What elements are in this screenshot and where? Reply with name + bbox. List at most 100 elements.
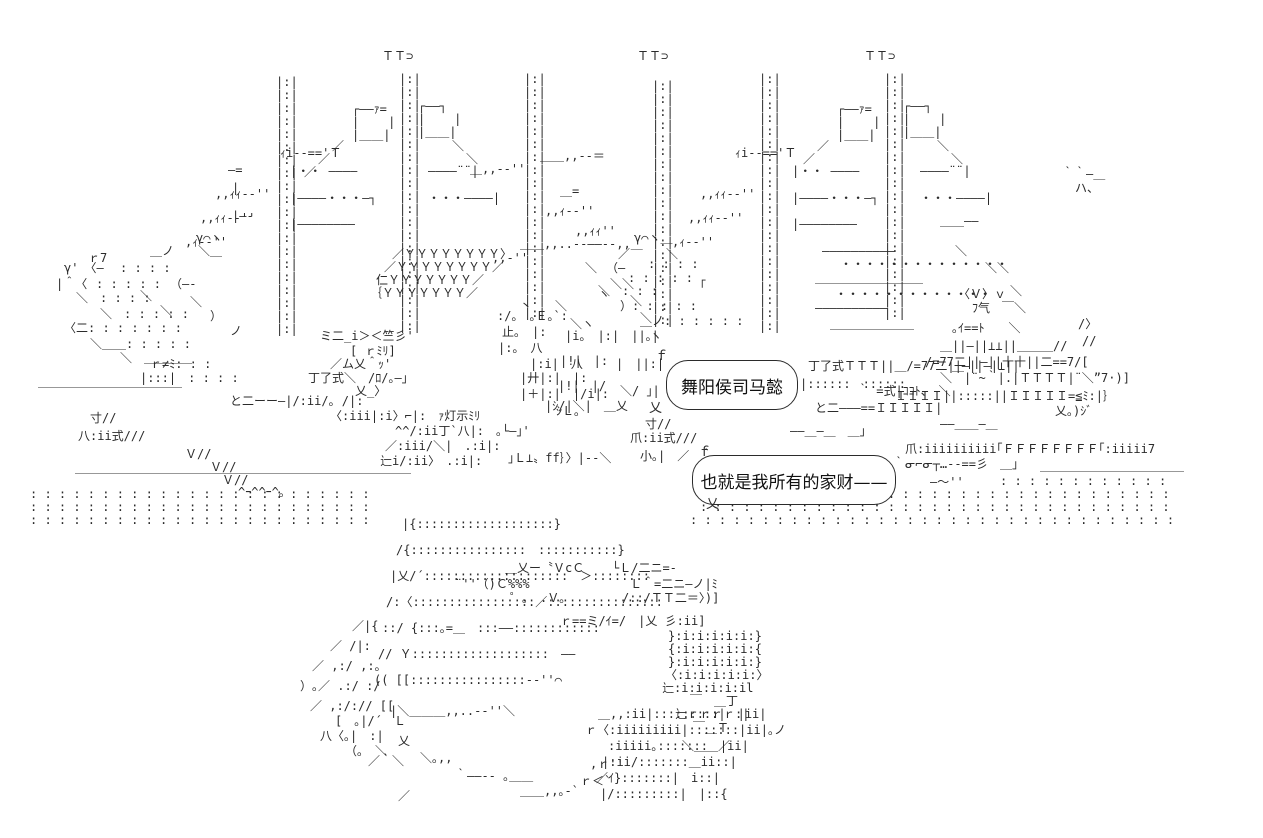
ascii-art-fragment: ／ <box>318 152 331 166</box>
ascii-art-fragment: : : : : <box>648 257 699 271</box>
ascii-art-fragment: |廾|:| |: <box>520 371 588 385</box>
ascii-art-fragment: ,ｒ'' <box>590 757 624 771</box>
ascii-art-fragment: ｒ7 <box>88 251 108 265</box>
ascii-art-fragment: 〈Ｖ〉ｖ <box>958 287 1007 301</box>
dialogue-bubble-speaker: 舞阳侯司马懿 <box>666 360 798 410</box>
ascii-art-fragment: // Ｙ::::::::::::::::::: ―― <box>378 647 576 661</box>
ascii-art-fragment: ｀ᓂ⌐ᓂ┬…--==彡 ＿｣ <box>893 457 1019 471</box>
ascii-art-fragment: ／ <box>803 152 816 166</box>
ascii-art-fragment: |:::::: :::::: <box>800 377 906 391</box>
ascii-art-fragment: : : : : : : : : : : : : : : : : : : : : … <box>700 500 1177 514</box>
ascii-art-fragment: ＿＿＿＿＿＿＿ <box>830 317 915 331</box>
ascii-art-fragment: ,,ｨｨ'' <box>575 224 616 238</box>
ascii-art-fragment: |:| |:| |:| |:| |:| |:| |:| |:| |:| |:| … <box>276 75 298 336</box>
ascii-art-fragment: ,,ｨ--'' <box>545 204 595 218</box>
ascii-art-fragment: /:〈:::::::::::::::::／:::::::::::::::: <box>386 595 663 609</box>
ascii-art-fragment: ・・・――――| <box>920 191 993 205</box>
ascii-art-fragment: |:| |:| |:| |:| |:| |:| |:| |:| |:| |:| … <box>884 72 906 320</box>
ascii-art-fragment: 乂_〉 <box>355 384 387 398</box>
bubble-2-tail-bottom: 乂 <box>706 497 720 512</box>
ascii-art-fragment: ）: : : : : <box>620 299 698 313</box>
ascii-art-fragment: ＼ <box>140 289 153 303</box>
ascii-art-fragment: ＼ <box>640 311 653 325</box>
ascii-art-fragment: 辷:i:i:i:i:il <box>662 681 754 695</box>
ascii-art-fragment: ノ <box>230 324 243 338</box>
ascii-art-fragment: ミ二_i＞＜竺彡' <box>320 329 414 343</box>
ascii-art-fragment: ＼ <box>555 299 568 313</box>
ascii-art-fragment: ＼＿＿: : : : : <box>90 337 192 351</box>
ascii-art-fragment: |＋|:| |/i|: <box>520 387 610 401</box>
ascii-art-fragment: ｛ＹＹＹＹＹＹＹ／ <box>370 286 479 300</box>
ascii-art-fragment: ヽ <box>650 329 663 343</box>
ascii-art-fragment: ――＿―＿ ＿｣ <box>790 424 866 438</box>
ascii-art-fragment: ¨''（)Ｃ%%% <box>455 577 530 591</box>
ascii-art-fragment: /{:::::::::::::::: :::::::::::} <box>396 543 625 557</box>
ascii-art-fragment: ／ ,:/:// [[ <box>310 699 395 713</box>
ascii-art-fragment: ┌――ｧ= | | |＿＿| <box>352 102 396 142</box>
ascii-art-fragment: ::/ {:::｡=＿ :::――:::::::::::: <box>382 621 600 635</box>
ascii-art-fragment: ＴＴ⊃ <box>864 49 896 63</box>
ascii-art-fragment: ＿乂ー〝ＶcＣ <box>505 561 585 575</box>
ascii-art-fragment: ￣＿Ｔ <box>693 721 730 735</box>
ascii-art-fragment: |:i| 八 <box>530 357 583 371</box>
ascii-art-fragment: ／ｲ}:::::::| i::| <box>596 771 720 785</box>
ascii-art-fragment: ＿＿＿＿＿＿＿＿＿＿＿＿ <box>1040 459 1185 473</box>
ascii-art-fragment: ｒ==ミ/ｲ=/ |乂 彡:ii] <box>560 614 706 628</box>
ascii-art-fragment: ＼ヽ <box>570 317 595 331</box>
ascii-art-fragment: |:| |:| |:| |:| |:| |:| |:| |:| |:| |:| … <box>399 72 421 333</box>
ascii-art-fragment: ―――――――――― <box>822 244 895 258</box>
ascii-art-fragment: ――――¨¨| <box>428 164 479 178</box>
ascii-art-fragment: }:i:i:i:i:i:} <box>668 629 762 643</box>
ascii-art-fragment: |:ii/:::::::＿ii::| <box>602 755 737 769</box>
ascii-art-fragment: ＼ ＿＿＿＿ <box>120 351 193 365</box>
ascii-art-fragment: ＿= <box>560 184 580 198</box>
ascii-art-fragment: :iiiii｡::::::: |ii| <box>608 739 749 753</box>
ascii-art-fragment: | ||:| <box>616 357 665 371</box>
ascii-art-fragment: ,ｨ--'' <box>185 235 228 249</box>
ascii-art-fragment: 辷ｒｒｒｒ:| <box>675 707 750 721</box>
ascii-art-fragment: |――――・・・―┐ <box>290 191 377 205</box>
ascii-art-fragment: ／ＹＹＹＹＹＹＹＹ／ <box>384 260 505 274</box>
ascii-art-fragment: ）｡／ .:/ :/ <box>300 679 381 693</box>
ascii-art-fragment: : : : : : : : : : : : : : : : : : : : : … <box>30 513 377 527</box>
ascii-art-fragment: ｼＬ｡ <box>556 404 581 418</box>
ascii-art-fragment: ┌――┐ | | |＿＿| <box>903 99 947 139</box>
ascii-art-fragment: ・・・――――| <box>428 191 501 205</box>
ascii-art-fragment: |―‐ <box>232 209 254 223</box>
ascii-art-fragment: 八〈｡| :| <box>320 729 384 743</box>
ascii-art-fragment: ハ、 <box>1075 181 1100 195</box>
ascii-art-fragment: ＿＿,,..--――--,,＿ <box>520 237 643 251</box>
ascii-art-fragment: ――――¨¨| <box>920 164 971 178</box>
ascii-art-fragment: ,,-'' <box>492 251 529 265</box>
ascii-art-fragment: 〈:iii|:i〉⌐|: ｧ灯示ﾐﾘ <box>330 409 481 423</box>
ascii-art-fragment: :/｡ ｡Ｅ｡`: <box>497 309 568 323</box>
ascii-art-fragment: : : : : : <box>96 277 162 291</box>
ascii-art-fragment: ＿,,:ii|:::::::::| |ii| <box>598 707 767 721</box>
ascii-art-fragment: （― <box>606 261 626 275</box>
ascii-art-fragment: ・・・・・・・・・・・・・・ <box>840 257 1009 271</box>
ascii-art-fragment: ｀――-- ｡＿＿ <box>455 769 534 783</box>
ascii-art-fragment: ｣Ｌ⊥〟ff｝〉|--＼ <box>508 451 612 465</box>
ascii-art-fragment: ＼ : : : <box>598 284 659 298</box>
ascii-art-fragment: |―――――――― <box>290 217 356 231</box>
ascii-art-fragment: 爪:iiiiiiiiii｢ＦＦＦＦＦＦＦＦ｢:iiiii7 <box>905 442 1156 456</box>
ascii-art-fragment: | ||｡| <box>612 329 659 343</box>
ascii-art-fragment: ＿ノ: : : : : : <box>640 314 744 328</box>
ascii-art-fragment: ―～'' <box>930 475 964 489</box>
ascii-art-fragment: |:::| : : : : <box>140 371 239 385</box>
ascii-art-fragment: ,ｨ--'' <box>672 235 715 249</box>
ascii-art-fragment: ／ <box>304 165 317 179</box>
ascii-art-fragment: ＿＿＿＿＿＿＿＿＿ <box>815 271 924 285</box>
ascii-art-fragment: ┌――┐ | | |＿＿| <box>418 99 462 139</box>
ascii-art-fragment: ／ム乂＾ｯ' <box>330 357 392 371</box>
ascii-art-fragment: | <box>232 181 240 195</box>
ascii-art-fragment: ｀ =式|ｺｺﾄ、 ＼ <box>857 384 951 398</box>
ascii-art-fragment: （―- <box>170 277 197 291</box>
ascii-art-fragment: }:i:i:i:i:i:} <box>668 655 762 669</box>
ascii-art-fragment: ＼ <box>955 244 968 258</box>
ascii-art-fragment: ／:iii/＼| .:i|: <box>385 439 501 453</box>
ascii-art-fragment: ＴＴ⊃ <box>382 49 414 63</box>
bubble-2-tail-top: ｆ <box>698 445 712 460</box>
ascii-art-fragment: ＼/ ｣| <box>620 384 660 398</box>
ascii-art-fragment: ｀｀―＿ <box>1062 167 1106 181</box>
